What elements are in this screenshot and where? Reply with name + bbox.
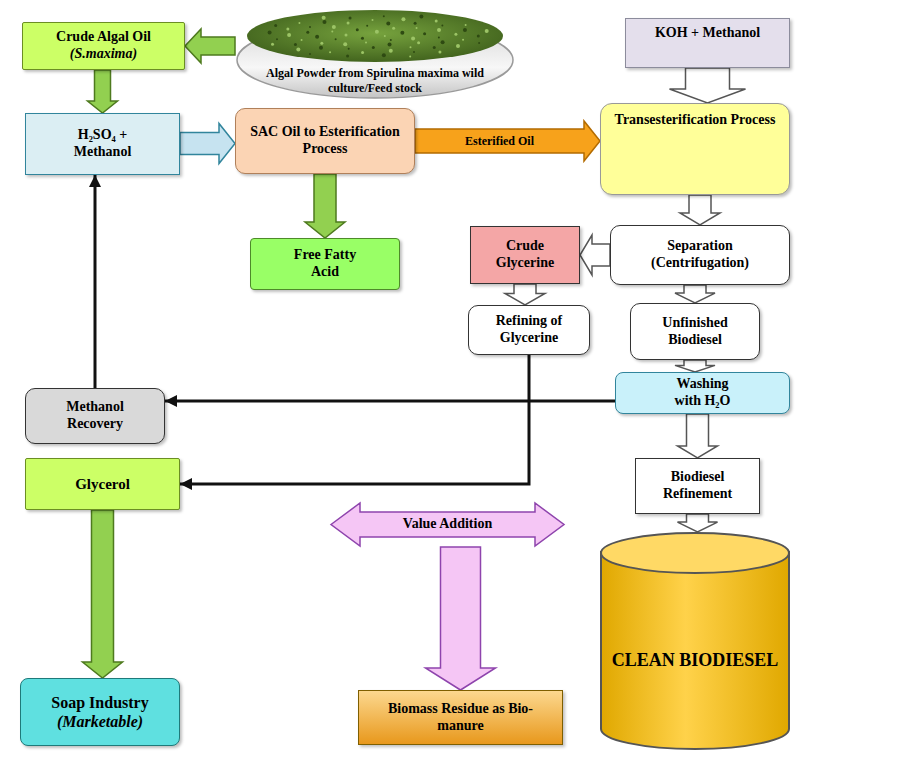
node-text: Refining of Glycerine: [477, 313, 581, 347]
flow-arrow: [675, 285, 715, 303]
market-box: Soap Industry(Marketable): [20, 678, 180, 746]
return-line: [180, 355, 529, 484]
flow-arrow: [88, 70, 118, 113]
node-text: (S.maxima): [70, 46, 137, 63]
node-text: Biomass Residue as Bio-manure: [365, 701, 556, 735]
flow-arrow: [678, 414, 718, 458]
flow-arrow: [678, 514, 718, 532]
byproduct-box: Crude Glycerine: [470, 226, 580, 284]
flow-arrow: [180, 124, 235, 164]
node-text: KOH + Methanol: [655, 25, 760, 42]
product-box: Crude Algal Oil(S.maxima): [22, 22, 185, 70]
node-text: Free Fatty Acid: [281, 247, 369, 281]
node-text: Separation (Centrifugation): [621, 238, 779, 272]
node-text: CLEAN BIODIESEL: [612, 650, 779, 672]
node-text: SAC Oil to Esterification Process: [248, 124, 402, 158]
storage-tank: CLEAN BIODIESEL: [600, 532, 790, 750]
flow-arrow: [305, 174, 345, 238]
return-line: [94, 175, 97, 388]
process-box: Methanol Recovery: [25, 388, 165, 444]
flow-arrow: [670, 68, 746, 103]
flow-arrow: [426, 547, 496, 690]
node-text: (Marketable): [57, 712, 143, 731]
flow-arrow: [185, 29, 235, 63]
feedstock-illustration: Algal Powder from Spirulina maxima wild …: [235, 2, 515, 100]
node-text: Value Addition: [403, 516, 492, 533]
flow-arrow: [83, 510, 123, 678]
node-text: Crude Algal Oil: [56, 29, 151, 46]
return-line: [165, 400, 615, 403]
value-arrow: Value Addition: [330, 502, 565, 547]
byproduct-box: Free Fatty Acid: [250, 238, 400, 290]
flow-arrow: [680, 195, 720, 225]
node-text: Glycerol: [75, 475, 130, 493]
process-box: Separation (Centrifugation): [610, 225, 790, 285]
node-text: Algal Powder from Spirulina maxima wild …: [260, 66, 490, 95]
node-text: H₂SO₄ + Methanol: [64, 127, 141, 161]
flow-arrow: [675, 360, 715, 372]
node-text: Unfinished Biodiesel: [651, 315, 739, 349]
cylinder-outline: [600, 532, 790, 750]
process-box: Biodiesel Refinement: [635, 458, 760, 514]
node-text: Soap Industry: [51, 693, 148, 712]
edge-label: Esterified Oil: [462, 134, 537, 148]
flow-arrow: [505, 284, 545, 305]
process-box: Transesterification Process: [600, 103, 790, 195]
node-text: Methanol Recovery: [46, 399, 144, 433]
process-box: Washing with H₂O: [615, 372, 790, 414]
node-text: Washing with H₂O: [666, 376, 739, 410]
process-box: Refining of Glycerine: [468, 305, 590, 355]
product-box: Glycerol: [25, 458, 180, 510]
product-box: Biomass Residue as Bio-manure: [358, 690, 563, 745]
reagent-box: H₂SO₄ + Methanol: [25, 113, 180, 175]
process-box: Unfinished Biodiesel: [630, 303, 760, 360]
flow-arrow: [580, 235, 610, 275]
reagent-box: KOH + Methanol: [625, 18, 790, 68]
flow-arrow: [415, 121, 600, 161]
node-text: Transesterification Process: [615, 112, 776, 129]
node-text: Biodiesel Refinement: [646, 469, 749, 503]
node-text: Crude Glycerine: [479, 238, 571, 272]
process-box: SAC Oil to Esterification Process: [235, 108, 415, 174]
